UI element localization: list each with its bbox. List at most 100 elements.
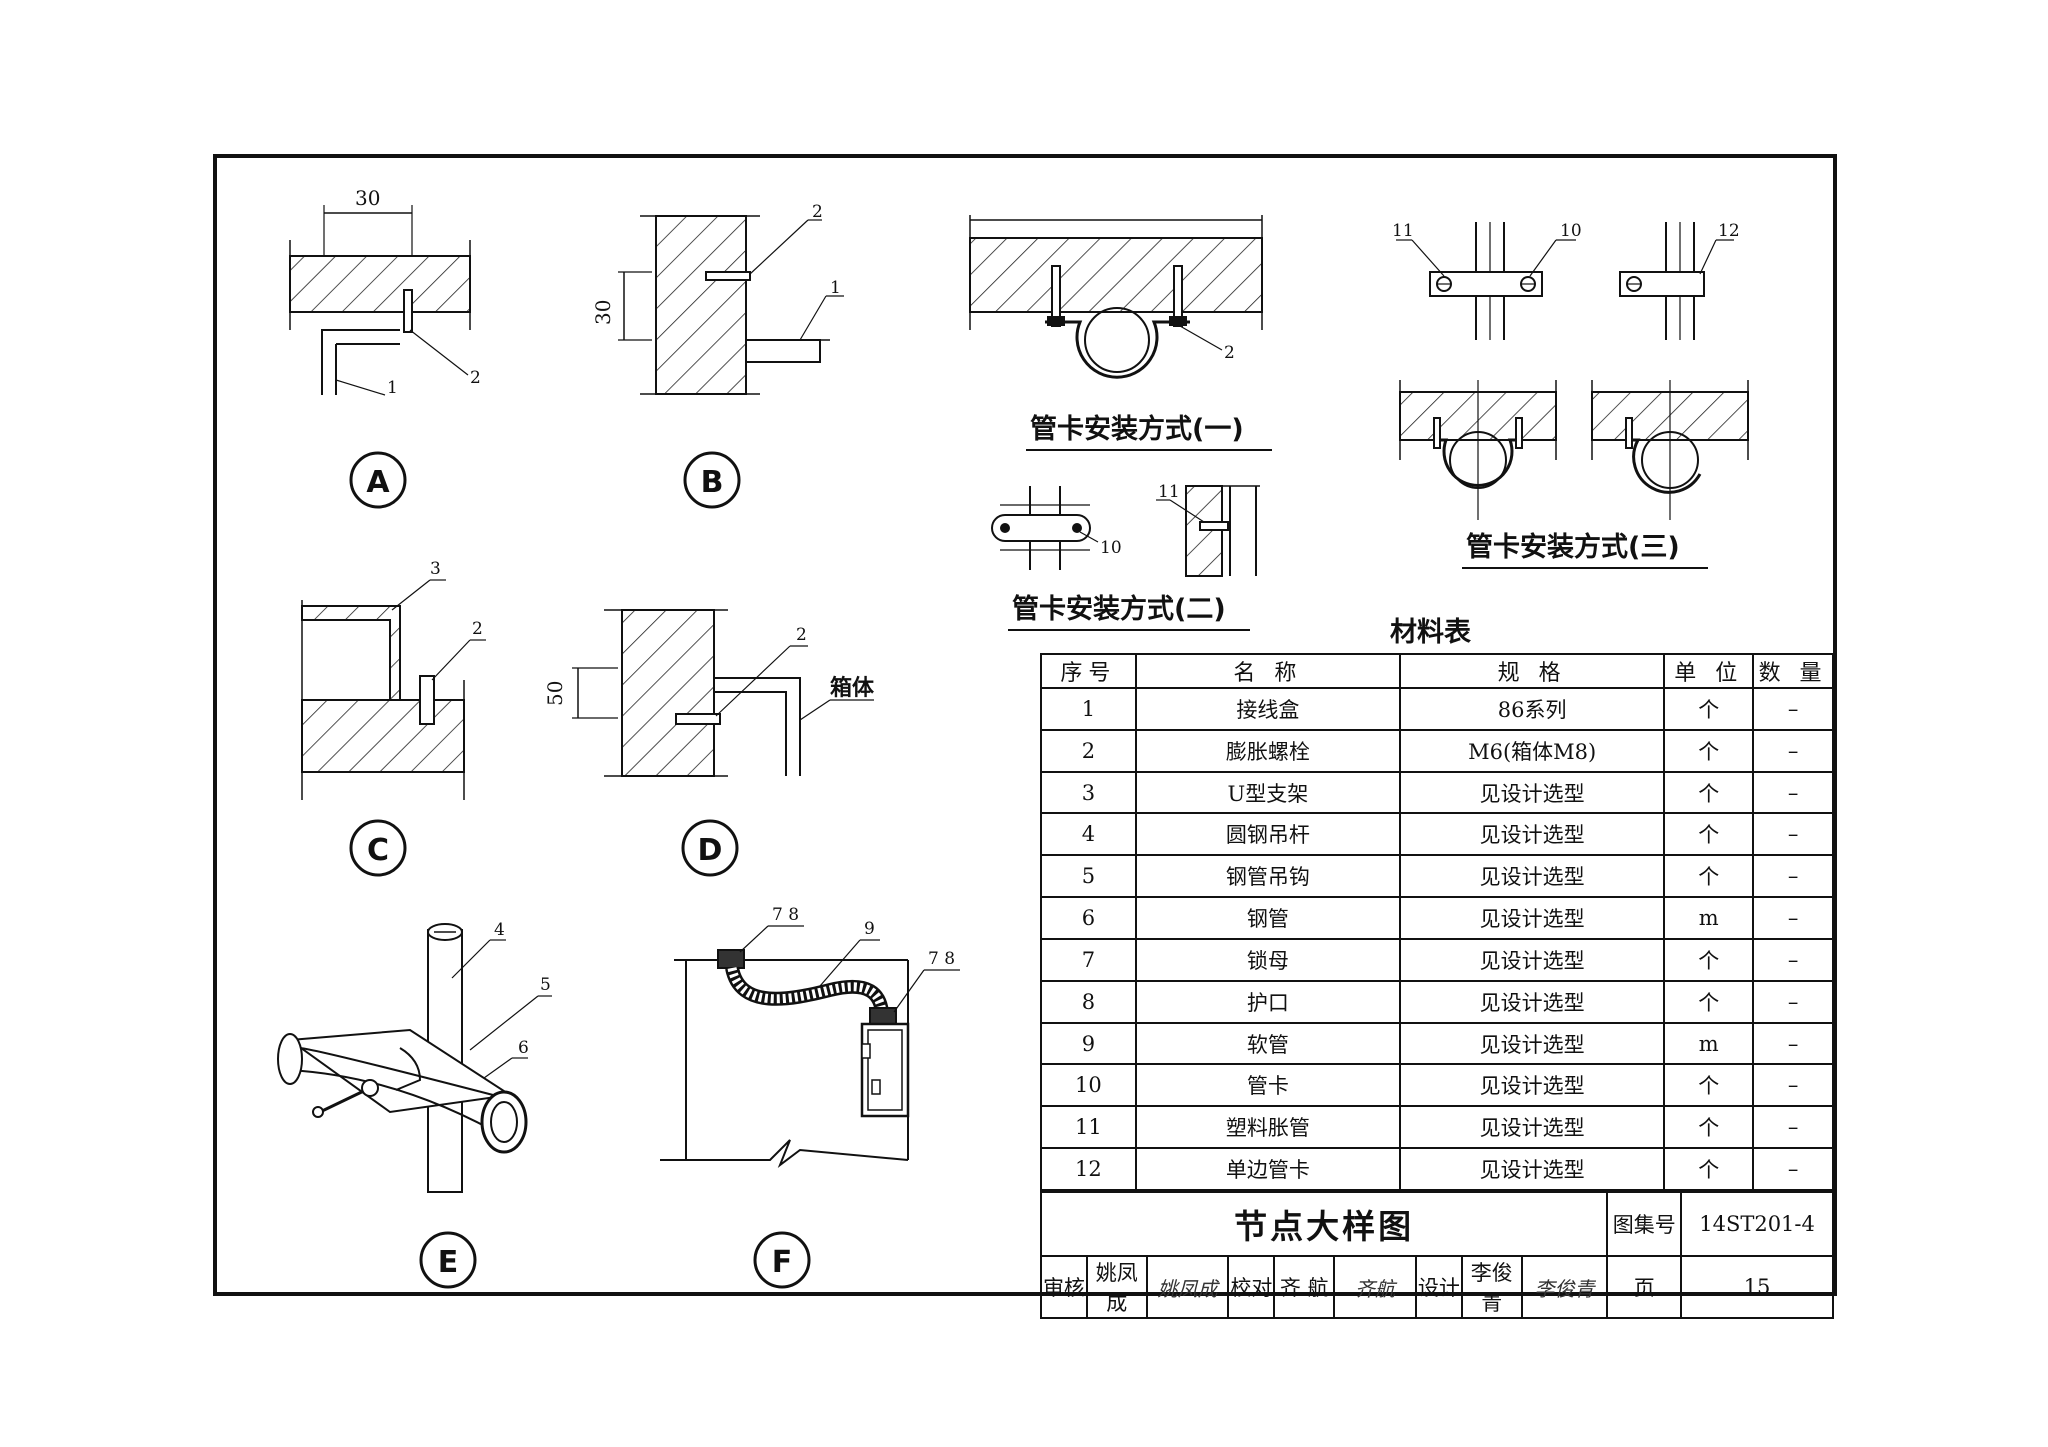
cell: 圆钢吊杆 — [1134, 812, 1402, 857]
detail-e-callout-4: 4 — [494, 920, 505, 940]
detail-f-callout-78b: 7 8 — [928, 949, 955, 969]
header-unit: 单 位 — [1663, 653, 1755, 689]
drawing-title: 节点大样图 — [1039, 1191, 1609, 1257]
cell: 见设计选型 — [1398, 1147, 1666, 1191]
cell: 见设计选型 — [1398, 770, 1666, 815]
cell: – — [1752, 1063, 1834, 1108]
review-label: 审核 — [1040, 1255, 1088, 1319]
cell: – — [1752, 1105, 1834, 1150]
cell: – — [1752, 979, 1834, 1024]
detail-e-letter: E — [438, 1245, 459, 1280]
detail-b: 30 2 1 B — [591, 202, 844, 509]
detail-b-dim: 30 — [591, 300, 615, 325]
cell: 个 — [1663, 1105, 1755, 1150]
detail-c: 3 2 C — [301, 559, 486, 877]
materials-title: 材料表 — [1390, 617, 1471, 648]
cell: 个 — [1663, 687, 1755, 731]
clamp-two-callout-10: 10 — [1100, 538, 1122, 558]
cell: – — [1752, 687, 1834, 731]
detail-a-callout-2: 2 — [470, 368, 481, 388]
cell: 个 — [1663, 1063, 1755, 1108]
cell: m — [1663, 896, 1755, 940]
cell: 1 — [1040, 687, 1137, 731]
cell: – — [1752, 896, 1834, 940]
cell: U型支架 — [1134, 770, 1402, 815]
detail-b-callout-2: 2 — [812, 202, 823, 222]
cell: – — [1752, 937, 1834, 982]
cell: m — [1663, 1021, 1755, 1066]
cell: 见设计选型 — [1398, 896, 1666, 940]
clamp-two-title: 管卡安装方式(二) — [1012, 593, 1226, 625]
cell: 5 — [1040, 854, 1137, 899]
cell: 2 — [1040, 728, 1137, 773]
cell: 护口 — [1134, 979, 1402, 1024]
materials-header-row: 序号 名 称 规 格 单 位 数 量 — [1040, 653, 1834, 689]
clamp-method-two: 10 11 管卡安装方式(二) — [991, 482, 1260, 631]
atlas-number: 14ST201-4 — [1680, 1191, 1834, 1257]
cell: 膨胀螺栓 — [1134, 728, 1402, 773]
detail-a-dim: 30 — [355, 186, 380, 210]
detail-a-callout-1: 1 — [387, 378, 398, 398]
cell: 软管 — [1134, 1021, 1402, 1066]
cell: 见设计选型 — [1398, 854, 1666, 899]
cell: 接线盒 — [1134, 687, 1402, 731]
cell: 10 — [1040, 1063, 1137, 1108]
cell: 12 — [1040, 1147, 1137, 1191]
page-label: 页 — [1606, 1255, 1683, 1319]
detail-f: 7 8 9 7 8 F — [660, 905, 960, 1289]
designer-name: 李俊青 — [1460, 1255, 1523, 1319]
cell: 个 — [1663, 1147, 1755, 1191]
cell: – — [1752, 728, 1834, 773]
clamp-two-callout-11: 11 — [1158, 482, 1180, 502]
cell: 86系列 — [1398, 687, 1666, 731]
cell: 钢管 — [1134, 896, 1402, 940]
header-spec: 规 格 — [1398, 653, 1666, 689]
cell: 见设计选型 — [1398, 1021, 1666, 1066]
detail-d: 50 2 箱体 D — [543, 609, 875, 877]
cell: 9 — [1040, 1021, 1137, 1066]
cell: – — [1752, 854, 1834, 899]
detail-e-callout-6: 6 — [518, 1038, 529, 1058]
clamp-method-three: 11 10 12 管卡安装方式(三) — [1392, 221, 1749, 569]
reviewer-name: 姚凤成 — [1085, 1255, 1148, 1319]
clamp-three-callout-10: 10 — [1560, 221, 1582, 241]
cell: – — [1752, 770, 1834, 815]
detail-e: 4 5 6 E — [277, 920, 552, 1289]
detail-d-callout-2: 2 — [796, 625, 807, 645]
cell: 单边管卡 — [1134, 1147, 1402, 1191]
cell: 个 — [1663, 728, 1755, 773]
design-label: 设计 — [1414, 1255, 1463, 1319]
detail-c-callout-3: 3 — [430, 559, 441, 579]
clamp-method-one: 2 管卡安装方式(一) — [969, 215, 1272, 451]
cell: M6(箱体M8) — [1398, 728, 1666, 773]
checker-name: 齐 航 — [1273, 1255, 1336, 1319]
cell: – — [1752, 1021, 1834, 1066]
detail-b-callout-1: 1 — [830, 278, 841, 298]
cell: 3 — [1040, 770, 1137, 815]
detail-d-box-label: 箱体 — [830, 675, 875, 701]
cell: 见设计选型 — [1398, 1063, 1666, 1108]
detail-e-callout-5: 5 — [540, 975, 551, 995]
cell: 7 — [1040, 937, 1137, 982]
cell: 个 — [1663, 770, 1755, 815]
clamp-three-callout-11: 11 — [1392, 221, 1414, 241]
cell: 个 — [1663, 937, 1755, 982]
clamp-one-title: 管卡安装方式(一) — [1030, 413, 1244, 445]
checker-signature: 齐航 — [1333, 1255, 1417, 1319]
detail-f-letter: F — [772, 1245, 793, 1280]
cell: 见设计选型 — [1398, 812, 1666, 857]
